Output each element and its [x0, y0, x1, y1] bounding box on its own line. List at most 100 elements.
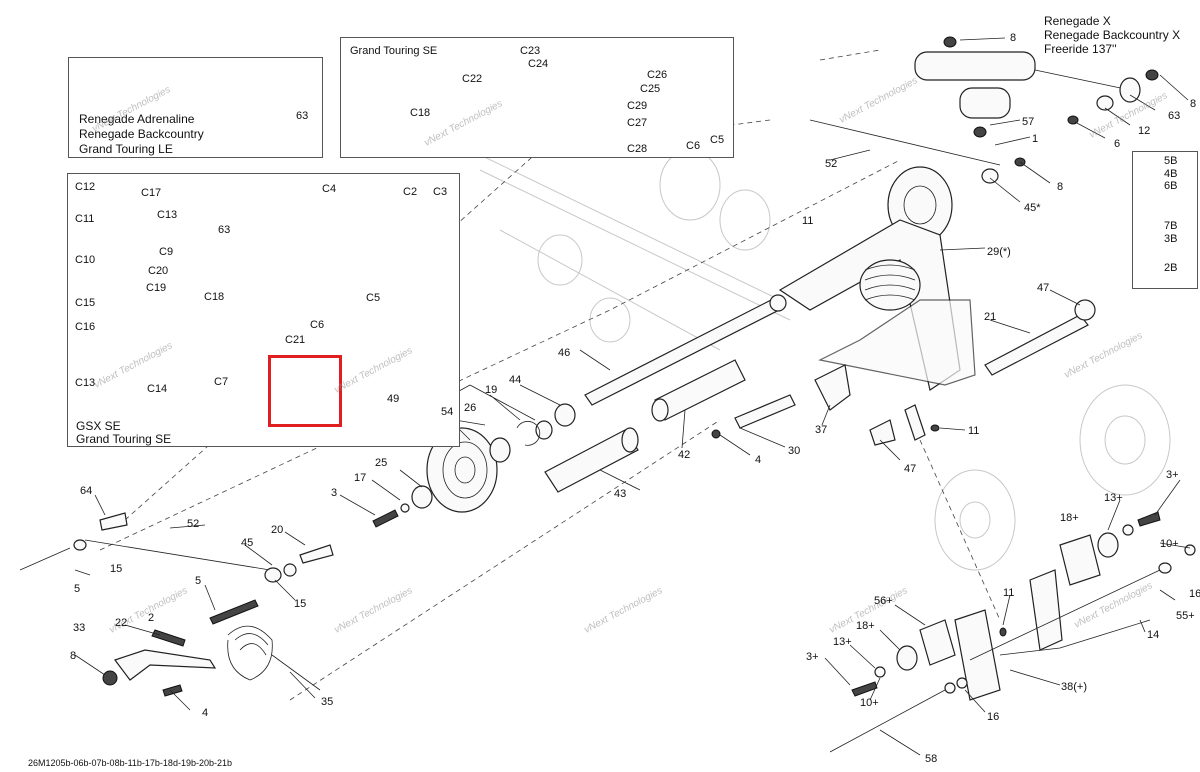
callout-label: 43: [614, 488, 627, 500]
callout-label: C10: [75, 254, 96, 266]
callout-label: C9: [159, 246, 174, 258]
variant-label-2: Grand Touring SE: [76, 432, 172, 446]
document-number: 26M1205b-06b-07b-08b-11b-17b-18d-19b-20b…: [28, 758, 232, 768]
callout-label: 12: [1138, 125, 1151, 137]
callout-label: 3+: [1166, 469, 1179, 481]
callout-label: 54: [441, 406, 454, 418]
variant-label-renegade-backcountry-x: Renegade Backcountry X: [1044, 28, 1181, 42]
callout-label: C11: [75, 213, 95, 225]
highlight-rectangle: [268, 355, 342, 427]
variant-label-2: Renegade Backcountry: [79, 127, 204, 141]
variant-box-left: GSX SE Grand Touring SE: [67, 173, 460, 447]
callout-label: 10+: [860, 697, 879, 709]
callout-label: C3: [433, 186, 448, 198]
callout-label: 33: [73, 622, 86, 634]
callout-label: 45: [241, 537, 254, 549]
callout-label: C25: [640, 83, 661, 95]
callout-label: C23: [520, 45, 541, 57]
callout-label: 52: [187, 518, 200, 530]
callout-label: 5: [195, 575, 202, 587]
callout-label: 2B: [1164, 262, 1178, 274]
callout-label: 55+: [1176, 610, 1195, 622]
callout-label: C12: [75, 181, 96, 193]
callout-label: C5: [710, 134, 725, 146]
callout-label: C7: [214, 376, 229, 388]
callout-label: 64: [80, 485, 93, 497]
callout-label: 15: [294, 598, 307, 610]
callout-label: 3B: [1164, 233, 1178, 245]
callout-label: 47: [1037, 282, 1050, 294]
variant-label-freeride: Freeride 137'': [1044, 42, 1117, 56]
callout-label: 44: [509, 374, 522, 386]
callout-label: 18+: [856, 620, 875, 632]
callout-label: 5B: [1164, 155, 1178, 167]
callout-label: 4: [755, 454, 762, 466]
callout-label: 63: [296, 110, 309, 122]
callout-label: C27: [627, 117, 648, 129]
callout-label: 14: [1147, 629, 1160, 641]
callout-label: C5: [366, 292, 381, 304]
callout-label: 29(*): [987, 246, 1011, 258]
callout-label: 17: [354, 472, 367, 484]
callout-label: C18: [410, 107, 431, 119]
callout-label: 1: [1032, 133, 1039, 145]
callout-label: C6: [686, 140, 701, 152]
callout-label: 20: [271, 524, 284, 536]
variant-label-1: Renegade Adrenaline: [79, 112, 195, 126]
callout-label: C18: [204, 291, 225, 303]
callout-label: 42: [678, 449, 691, 461]
callout-label: 18+: [1060, 512, 1079, 524]
callout-label: 6B: [1164, 180, 1178, 192]
callout-label: 8: [1057, 181, 1064, 193]
callout-label: 16: [987, 711, 1000, 723]
callout-label: 38(+): [1061, 681, 1087, 693]
callout-label: C21: [285, 334, 306, 346]
variant-label-3: Grand Touring LE: [79, 142, 173, 156]
callout-label: C19: [146, 282, 167, 294]
callout-label: 22: [115, 617, 128, 629]
callout-label: 15: [110, 563, 123, 575]
callout-label: 49: [387, 393, 400, 405]
callout-label: 58: [925, 753, 938, 765]
callout-label: 4B: [1164, 168, 1178, 180]
callout-label: 26: [464, 402, 477, 414]
callout-label: C6: [310, 319, 325, 331]
callout-label: C24: [528, 58, 549, 70]
callout-label: C4: [322, 183, 337, 195]
callout-label: 7B: [1164, 220, 1178, 232]
callout-label: 8: [1010, 32, 1017, 44]
callout-label: 56+: [874, 595, 893, 607]
callout-label: C29: [627, 100, 648, 112]
callout-label: 5: [74, 583, 81, 595]
callout-label: C13: [157, 209, 178, 221]
callout-label: 19: [485, 384, 498, 396]
callout-label: 3: [331, 487, 338, 499]
callout-label: 11: [802, 215, 814, 227]
variant-label-1: GSX SE: [76, 419, 121, 433]
callout-label: 63: [218, 224, 231, 236]
callout-label: 8: [1190, 98, 1197, 110]
variant-box-right-stack: [1132, 151, 1198, 289]
callout-label: 30: [788, 445, 801, 457]
callout-label: 45*: [1024, 202, 1041, 214]
callout-label: C15: [75, 297, 96, 309]
callout-label: C22: [462, 73, 483, 85]
variant-box-top-left: Renegade Adrenaline Renegade Backcountry…: [68, 57, 323, 158]
variant-box-top-middle: Grand Touring SE: [340, 37, 734, 158]
callout-label: C2: [403, 186, 418, 198]
callout-label: 57: [1022, 116, 1035, 128]
callout-label: 10+: [1160, 538, 1179, 550]
callout-label: 63: [1168, 110, 1181, 122]
callout-label: 11: [1003, 587, 1015, 599]
callout-label: 46: [558, 347, 571, 359]
callout-label: 11: [968, 425, 980, 437]
callout-label: 6: [1114, 138, 1121, 150]
callout-label: C20: [148, 265, 169, 277]
callout-label: 13+: [1104, 492, 1123, 504]
callout-label: 3+: [806, 651, 819, 663]
callout-label: 25: [375, 457, 388, 469]
callout-label: 2: [148, 612, 155, 624]
callout-label: 4: [202, 707, 209, 719]
callout-label: 21: [984, 311, 997, 323]
